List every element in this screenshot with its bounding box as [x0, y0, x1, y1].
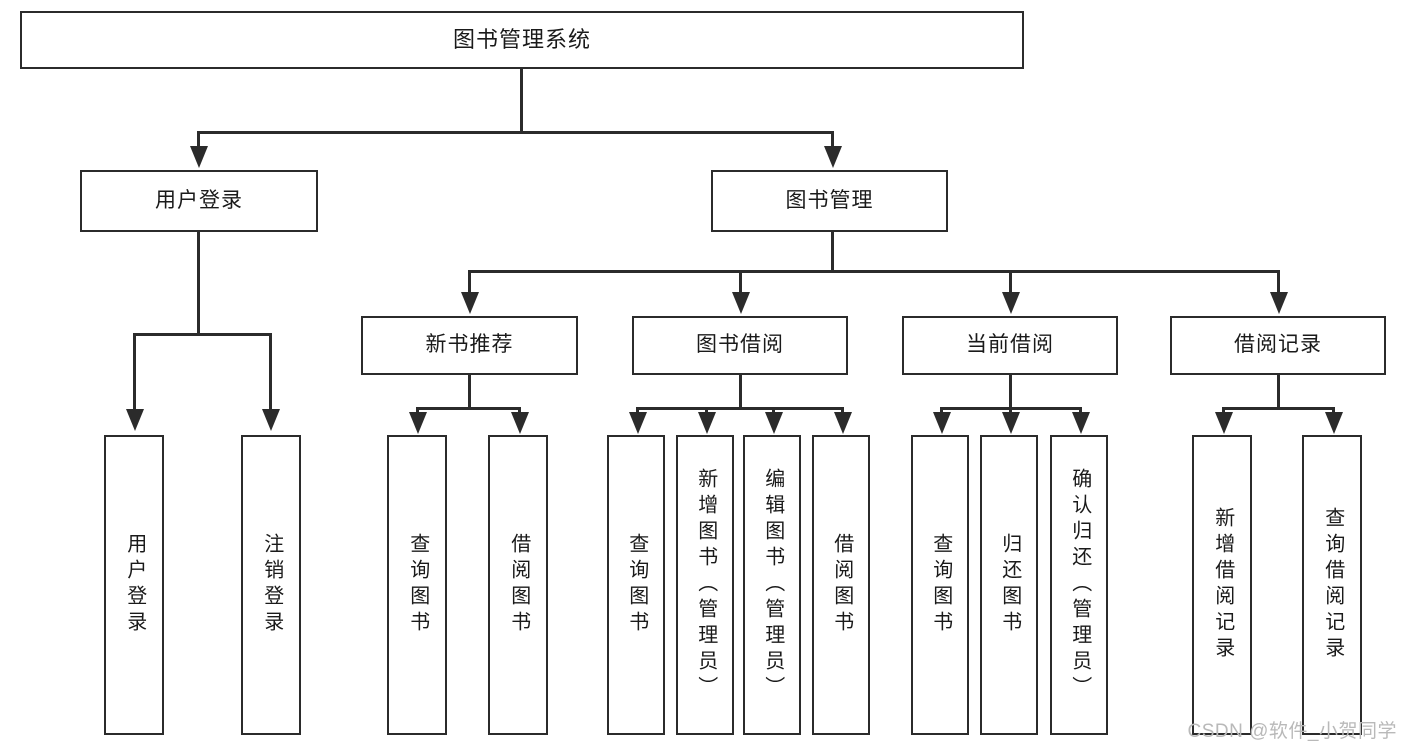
- leaf-cb-confirm-return-admin[interactable]: 确认归还（管理员）: [1050, 435, 1108, 735]
- connector-book-borrow-bus: [636, 407, 844, 410]
- arrow-to-br-leaf-2: [1325, 412, 1343, 434]
- arrow-to-book-manage: [824, 146, 842, 168]
- leaf-label: 新增图书（管理员）: [694, 468, 717, 702]
- arrow-to-bb-leaf-2: [698, 412, 716, 434]
- leaf-nb-query-book[interactable]: 查询图书: [387, 435, 447, 735]
- arrow-to-leaf-user-login: [126, 409, 144, 431]
- node-book-manage[interactable]: 图书管理: [711, 170, 948, 232]
- connector-drop-bb-leaf-4: [841, 407, 844, 415]
- watermark-text: CSDN @软件_小贺同学: [1187, 721, 1397, 742]
- arrow-to-current-borrow: [1002, 292, 1020, 314]
- arrow-to-cb-leaf-3: [1072, 412, 1090, 434]
- arrow-to-leaf-logout: [262, 409, 280, 431]
- connector-drop-nb-leaf-2: [518, 407, 521, 415]
- leaf-label: 编辑图书（管理员）: [761, 468, 784, 702]
- node-label: 用户登录: [155, 188, 243, 212]
- node-root-system[interactable]: 图书管理系统: [20, 11, 1024, 69]
- node-label: 借阅记录: [1234, 333, 1322, 357]
- connector-drop-br-leaf-1: [1222, 407, 1225, 415]
- arrow-to-book-borrow: [732, 292, 750, 314]
- arrow-to-bb-leaf-3: [765, 412, 783, 434]
- leaf-bb-edit-book-admin[interactable]: 编辑图书（管理员）: [743, 435, 801, 735]
- arrow-to-cb-leaf-2: [1002, 412, 1020, 434]
- leaf-logout[interactable]: 注销登录: [241, 435, 301, 735]
- connector-drop-bb-leaf-3: [772, 407, 775, 415]
- connector-root-stem: [520, 69, 523, 133]
- connector-book-manage-stem: [831, 232, 834, 272]
- leaf-label: 借阅图书: [507, 533, 530, 637]
- leaf-label: 查询图书: [625, 533, 648, 637]
- leaf-label: 查询图书: [929, 533, 952, 637]
- connector-user-login-bus: [133, 333, 269, 336]
- connector-book-borrow-stem: [739, 375, 742, 409]
- connector-drop-user-login: [197, 131, 200, 148]
- connector-drop-leaf-logout: [269, 333, 272, 411]
- connector-drop-nb-leaf-1: [416, 407, 419, 415]
- arrow-to-user-login: [190, 146, 208, 168]
- connector-drop-bb-leaf-2: [705, 407, 708, 415]
- arrow-to-bb-leaf-1: [629, 412, 647, 434]
- node-book-borrow[interactable]: 图书借阅: [632, 316, 848, 375]
- connector-borrow-record-bus: [1222, 407, 1335, 410]
- connector-drop-current-borrow: [1009, 270, 1012, 294]
- leaf-label: 查询图书: [406, 533, 429, 637]
- connector-new-book-bus: [416, 407, 521, 410]
- connector-drop-cb-leaf-2: [1009, 407, 1012, 415]
- node-label: 图书借阅: [696, 333, 784, 357]
- node-new-book-recommend[interactable]: 新书推荐: [361, 316, 578, 375]
- connector-drop-br-leaf-2: [1332, 407, 1335, 415]
- leaf-label: 用户登录: [123, 533, 146, 637]
- node-label: 新书推荐: [425, 333, 514, 357]
- connector-drop-book-manage: [831, 131, 834, 148]
- arrow-to-borrow-record: [1270, 292, 1288, 314]
- leaf-bb-query-book[interactable]: 查询图书: [607, 435, 665, 735]
- node-label: 当前借阅: [966, 333, 1054, 357]
- connector-drop-cb-leaf-1: [940, 407, 943, 415]
- leaf-cb-query-book[interactable]: 查询图书: [911, 435, 969, 735]
- leaf-bb-borrow-book[interactable]: 借阅图书: [812, 435, 870, 735]
- leaf-label: 归还图书: [998, 533, 1021, 637]
- leaf-label: 新增借阅记录: [1211, 507, 1234, 663]
- leaf-br-query-record[interactable]: 查询借阅记录: [1302, 435, 1362, 735]
- connector-current-borrow-stem: [1009, 375, 1012, 409]
- connector-drop-borrow-record: [1277, 270, 1280, 294]
- node-borrow-record[interactable]: 借阅记录: [1170, 316, 1386, 375]
- connector-drop-cb-leaf-3: [1079, 407, 1082, 415]
- node-user-login[interactable]: 用户登录: [80, 170, 318, 232]
- arrow-to-new-book: [461, 292, 479, 314]
- node-label: 图书管理: [785, 188, 874, 212]
- connector-drop-leaf-user-login: [133, 333, 136, 411]
- connector-new-book-stem: [468, 375, 471, 409]
- leaf-bb-add-book-admin[interactable]: 新增图书（管理员）: [676, 435, 734, 735]
- connector-drop-bb-leaf-1: [636, 407, 639, 415]
- connector-root-bus: [197, 131, 834, 134]
- arrow-to-bb-leaf-4: [834, 412, 852, 434]
- node-label: 图书管理系统: [452, 27, 591, 53]
- connector-user-login-stem: [197, 232, 200, 335]
- leaf-label: 查询借阅记录: [1321, 507, 1344, 663]
- node-current-borrow[interactable]: 当前借阅: [902, 316, 1118, 375]
- leaf-label: 确认归还（管理员）: [1068, 468, 1091, 702]
- leaf-cb-return-book[interactable]: 归还图书: [980, 435, 1038, 735]
- arrow-to-nb-leaf-2: [511, 412, 529, 434]
- connector-borrow-record-stem: [1277, 375, 1280, 409]
- connector-drop-book-borrow: [739, 270, 742, 294]
- leaf-label: 借阅图书: [830, 533, 853, 637]
- connector-book-manage-bus: [468, 270, 1280, 273]
- leaf-user-login[interactable]: 用户登录: [104, 435, 164, 735]
- arrow-to-cb-leaf-1: [933, 412, 951, 434]
- arrow-to-br-leaf-1: [1215, 412, 1233, 434]
- leaf-nb-borrow-book[interactable]: 借阅图书: [488, 435, 548, 735]
- arrow-to-nb-leaf-1: [409, 412, 427, 434]
- connector-drop-new-book: [468, 270, 471, 294]
- leaf-br-add-record[interactable]: 新增借阅记录: [1192, 435, 1252, 735]
- leaf-label: 注销登录: [260, 533, 283, 637]
